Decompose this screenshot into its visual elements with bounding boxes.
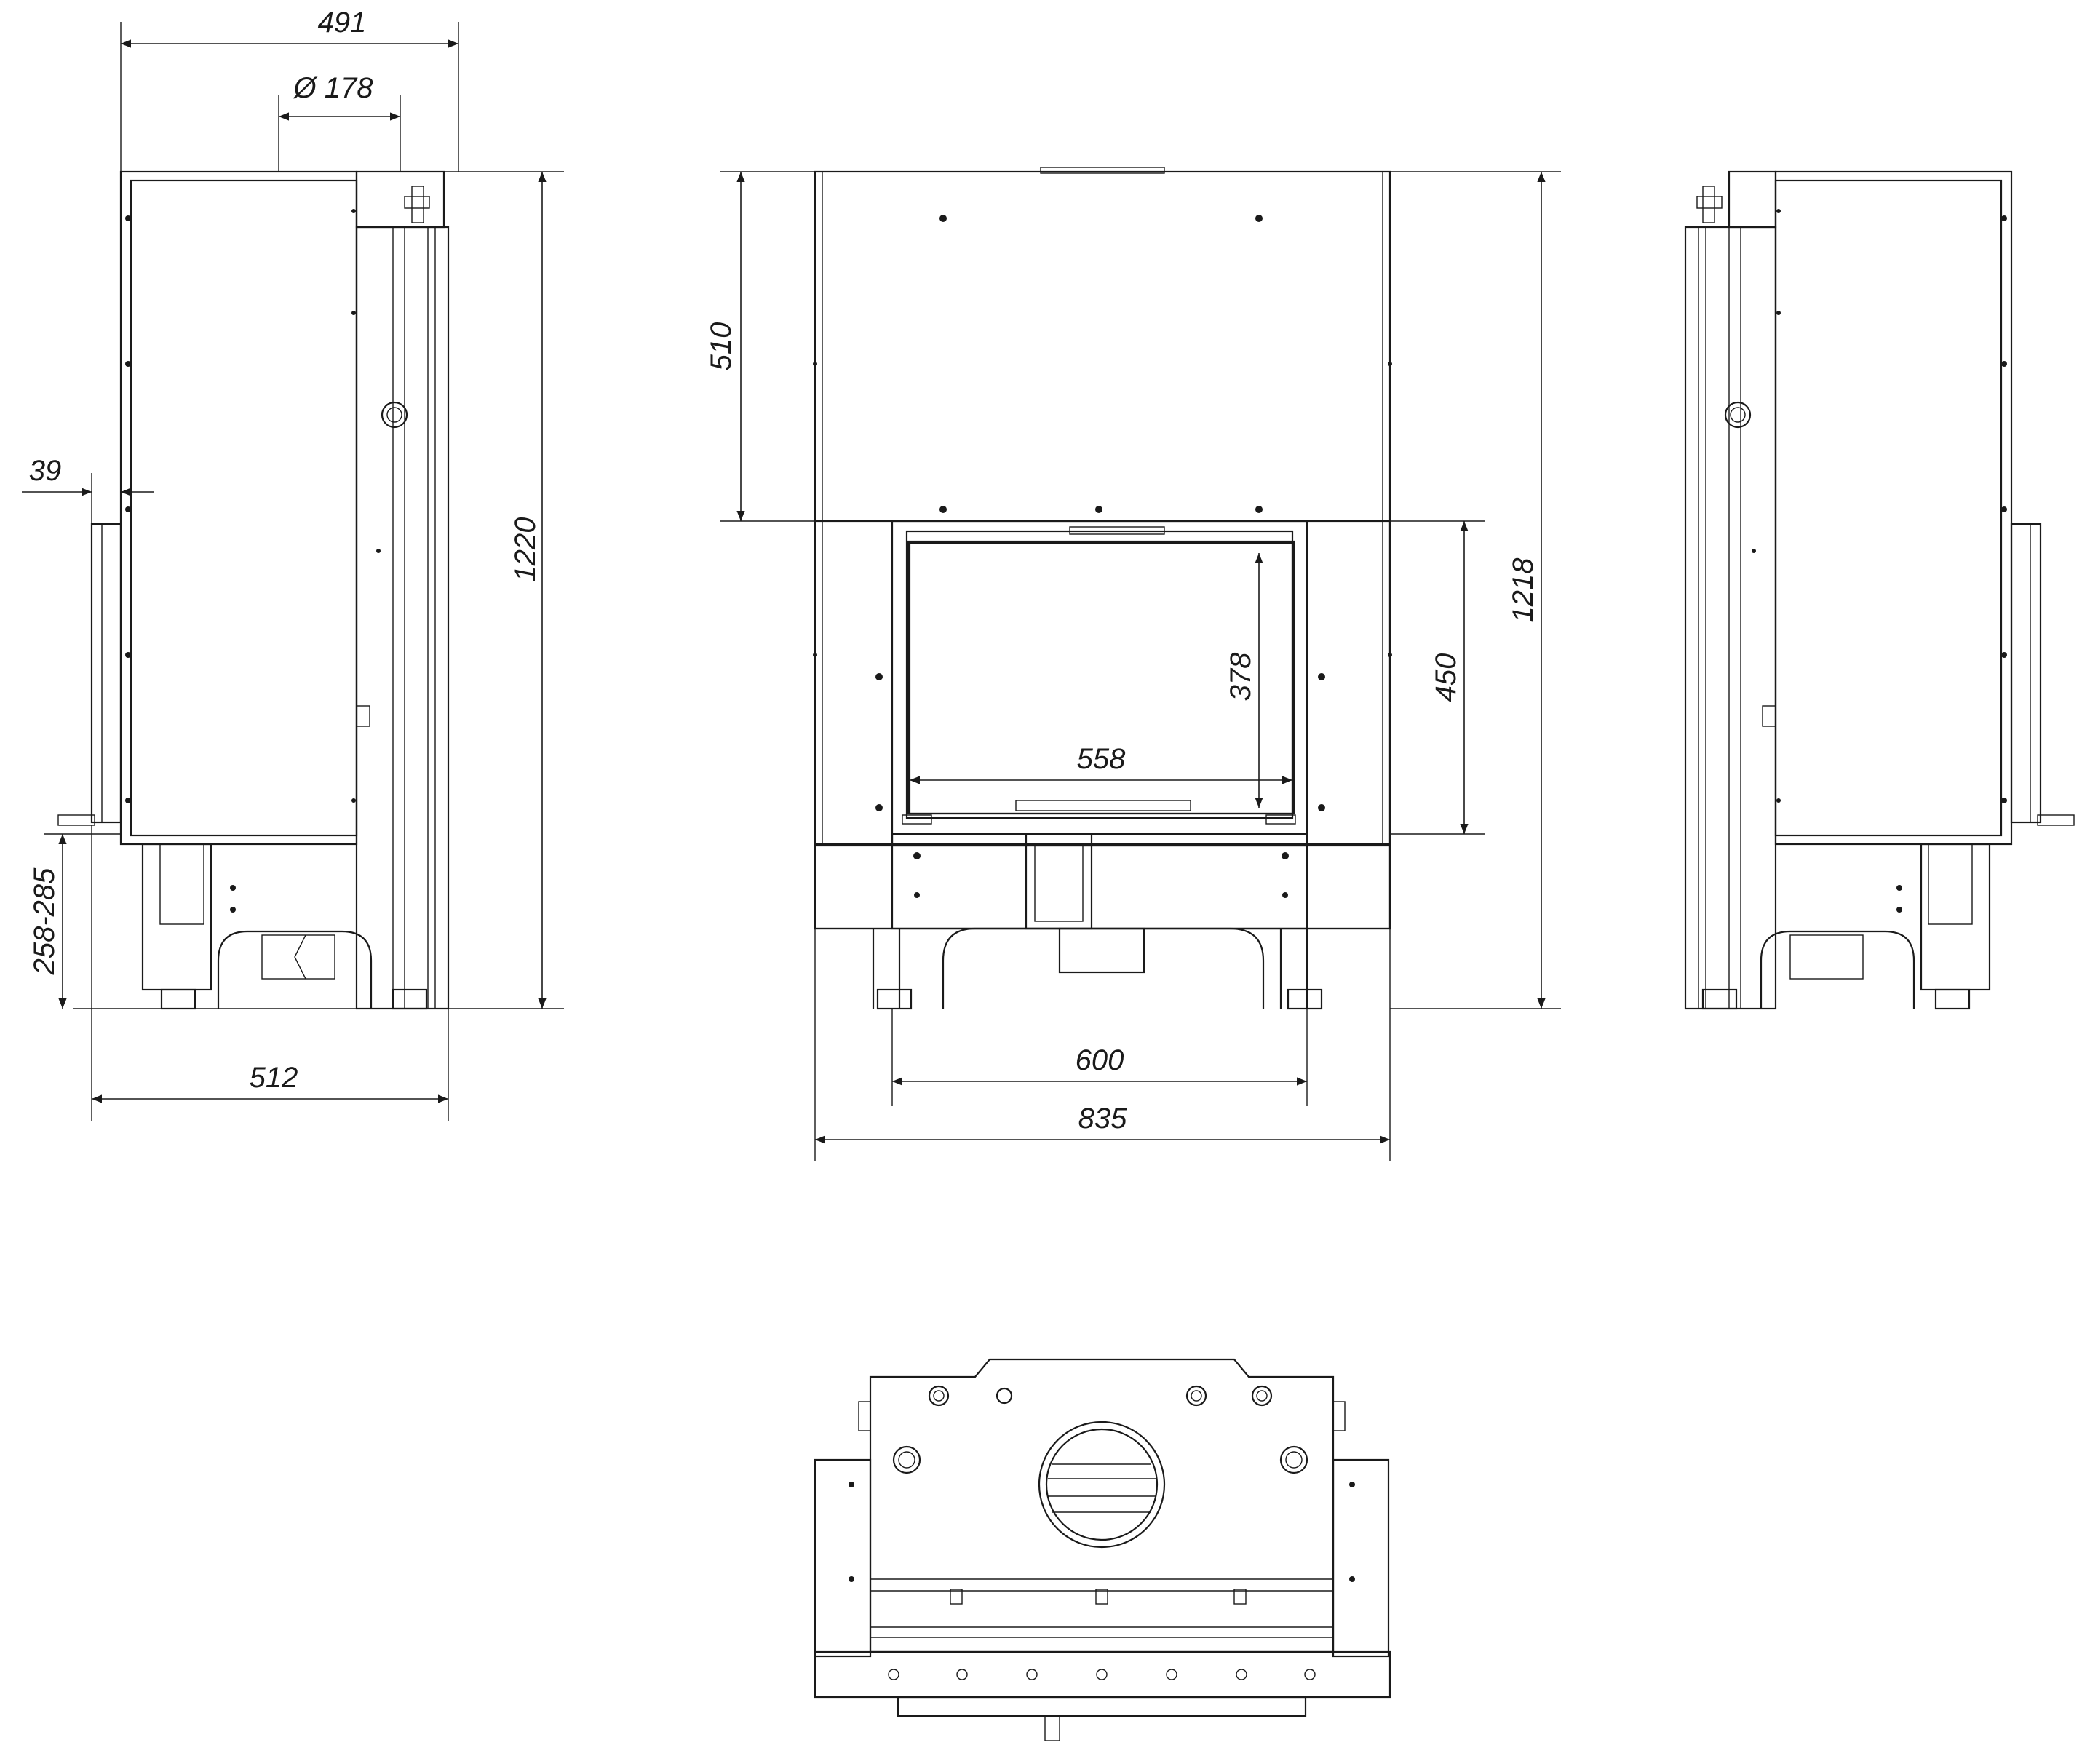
dim-558: 558 [1077,743,1126,775]
dim-1218: 1218 [1507,557,1539,623]
dim-39: 39 [29,455,62,487]
dim-flue-diameter: Ø 178 [293,72,374,104]
dim-258-285: 258-285 [28,867,60,976]
dim-378: 378 [1225,652,1257,701]
side-bolts [125,209,356,913]
top-view [814,1358,1391,1741]
right-side-bolts [1776,209,2007,913]
front-view [813,167,1392,1010]
top-holes [849,1482,1355,1680]
front-dimensions: 510 378 450 1218 558 600 835 [705,171,1561,1161]
dim-835: 835 [1078,1102,1127,1135]
left-dimensions: 491 Ø 178 1220 39 258-285 512 [22,7,564,1121]
dim-600: 600 [1076,1044,1124,1076]
dim-510: 510 [705,322,737,371]
left-side-view [57,170,450,1010]
dim-1220: 1220 [509,517,541,582]
right-side-view [1684,170,2075,1010]
dim-512: 512 [250,1062,298,1094]
dim-450: 450 [1430,653,1462,702]
dim-491: 491 [318,7,367,39]
front-bolts [813,215,1392,898]
